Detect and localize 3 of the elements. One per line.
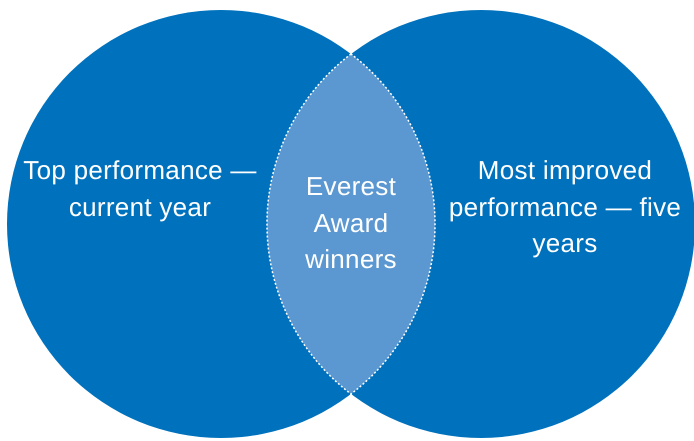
circle-label: Everest Award winners xyxy=(304,170,398,276)
circle-label: Most improved performance — five years xyxy=(448,154,682,260)
circle-label: Top performance — current year xyxy=(22,154,258,224)
